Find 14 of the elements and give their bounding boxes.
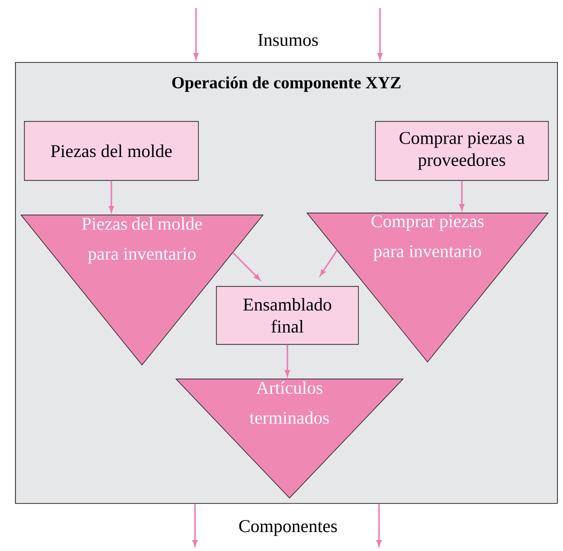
arrow: [377, 8, 383, 60]
arrow: [320, 250, 338, 276]
process-box: Piezas del molde: [24, 121, 199, 181]
arrow: [194, 8, 199, 60]
process-box: Comprar piezas a proveedores: [375, 121, 549, 181]
arrow: [192, 504, 198, 546]
arrow: [459, 180, 464, 210]
process-box: Ensamblado final: [216, 286, 359, 345]
flow-label: Insumos: [258, 34, 318, 46]
arrow: [108, 180, 114, 212]
arrow: [232, 252, 260, 280]
flow-label: Componentes: [239, 520, 337, 536]
arrow: [376, 504, 382, 546]
arrow: [284, 344, 290, 376]
